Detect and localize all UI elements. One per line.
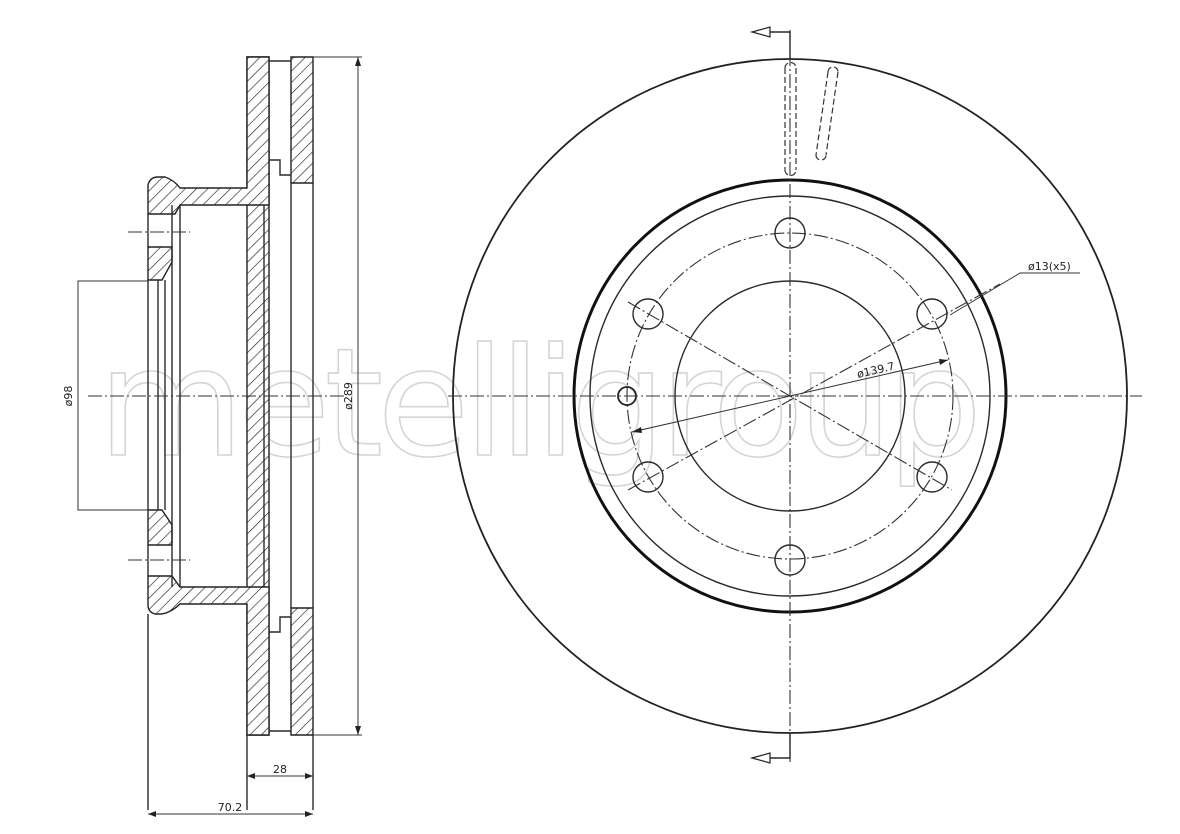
bolt-hole — [916, 298, 948, 330]
dim-outer-diameter: ø289 — [342, 382, 355, 410]
bolt-hole — [916, 461, 948, 493]
hub-upper-section — [147, 56, 270, 215]
hub-flange-lower — [147, 509, 173, 546]
dim-hub-bore: ø98 — [62, 386, 75, 407]
rotor-plate-right-lower — [290, 607, 314, 736]
watermark-text: metelligroup — [98, 317, 976, 491]
section-arrow-bottom-icon — [749, 752, 771, 764]
dim-disc-thickness: 28 — [273, 763, 287, 776]
section-marker-top — [770, 31, 791, 58]
dim-bolt-holes: ø13(x5) — [1028, 260, 1071, 273]
front-view: ø139.7 ø13(x5) — [448, 26, 1142, 764]
hub-lower-section — [147, 575, 270, 736]
vent-slot-vertical — [784, 61, 797, 177]
bolt-hole — [632, 461, 664, 493]
hub-flange-upper — [147, 246, 173, 281]
vent-slot-angled — [815, 66, 839, 161]
rotor-plate-right — [290, 56, 314, 184]
section-marker-bottom — [770, 734, 791, 759]
section-view: ø98 ø289 28 70.2 — [62, 56, 362, 817]
dim-overall-height: 70.2 — [218, 801, 243, 814]
bolt-hole — [632, 298, 664, 330]
section-arrow-top-icon — [749, 26, 771, 38]
